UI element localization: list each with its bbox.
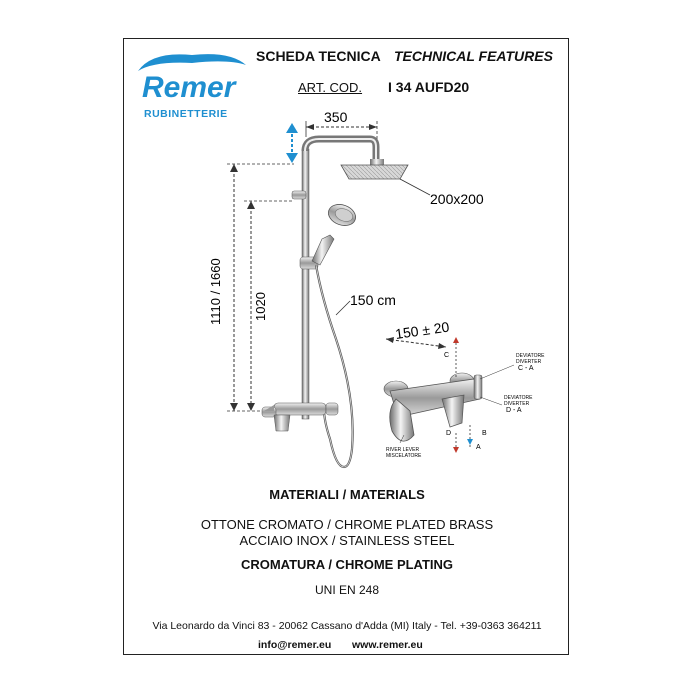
logo-wordmark: Remer	[142, 71, 238, 104]
label-c: C	[444, 352, 449, 359]
mixer-height-label: 1020	[253, 292, 268, 321]
hose-length-label: 150 cm	[350, 292, 396, 308]
hand-shower	[311, 204, 356, 266]
standard-code: UNI EN 248	[314, 583, 380, 597]
diverter1-code: C - A	[518, 365, 534, 372]
company-address: Via Leonardo da Vinci 83 - 20062 Cassano…	[152, 620, 542, 632]
total-height-label: 1110 / 1660	[208, 258, 223, 325]
article-code-label: ART. COD.	[298, 80, 363, 95]
remer-logo: Remer RUBINETTERIE	[138, 54, 246, 120]
plating-title: CROMATURA / CHROME PLATING	[240, 557, 454, 572]
title-english: TECHNICAL FEATURES	[394, 48, 553, 64]
riser-pipe	[301, 148, 310, 420]
shower-head: 200x200	[340, 159, 484, 207]
technical-drawing: 1110 / 1660 1020 350	[208, 109, 545, 469]
materials-title: MATERIALI / MATERIALS	[269, 487, 425, 502]
bath-mixer	[261, 402, 339, 432]
logo-swoosh	[138, 54, 246, 71]
head-size-label: 200x200	[430, 191, 484, 207]
technical-sheet: Remer RUBINETTERIE SCHEDA TECNICA TECHNI…	[123, 38, 569, 655]
lever-line1: RIVER LEVER	[386, 447, 419, 453]
shower-arm	[301, 135, 380, 161]
label-a: A	[476, 444, 481, 451]
diverter2-line1: DEVIATORE	[504, 395, 533, 401]
wall-bracket	[291, 190, 307, 200]
article-code: I 34 AUFD20	[388, 79, 470, 95]
diverter1-line2: DIVERTER	[516, 359, 542, 365]
height-adjust-icon	[286, 123, 298, 163]
title-italian: SCHEDA TECNICA	[256, 48, 381, 64]
dimension-mixer-spacing: 150 ± 20	[385, 319, 450, 349]
website-link[interactable]: www.remer.eu	[352, 639, 423, 651]
label-d: D	[446, 430, 451, 437]
email-link[interactable]: info@remer.eu	[258, 639, 332, 651]
diverter1-line1: DEVIATORE	[516, 353, 545, 359]
dimension-arm-length: 350	[305, 109, 378, 157]
material-steel: ACCIAIO INOX / STAINLESS STEEL	[239, 533, 455, 548]
diverter2-code: D - A	[506, 407, 522, 414]
mixer-detail: C B D A DEVIATORE DIVERTER C - A DEVIATO…	[383, 337, 545, 459]
arm-length-label: 350	[324, 109, 348, 125]
material-brass: OTTONE CROMATO / CHROME PLATED BRASS	[200, 517, 494, 532]
lever-line2: MISCELATORE	[386, 453, 422, 459]
label-b: B	[482, 430, 487, 437]
diverter2-line2: DIVERTER	[504, 401, 530, 407]
shower-hose	[314, 264, 354, 469]
logo-tagline: RUBINETTERIE	[144, 108, 228, 120]
mixer-spacing-label: 150 ± 20	[394, 319, 450, 342]
dimension-mixer-height: 1020	[244, 200, 294, 411]
